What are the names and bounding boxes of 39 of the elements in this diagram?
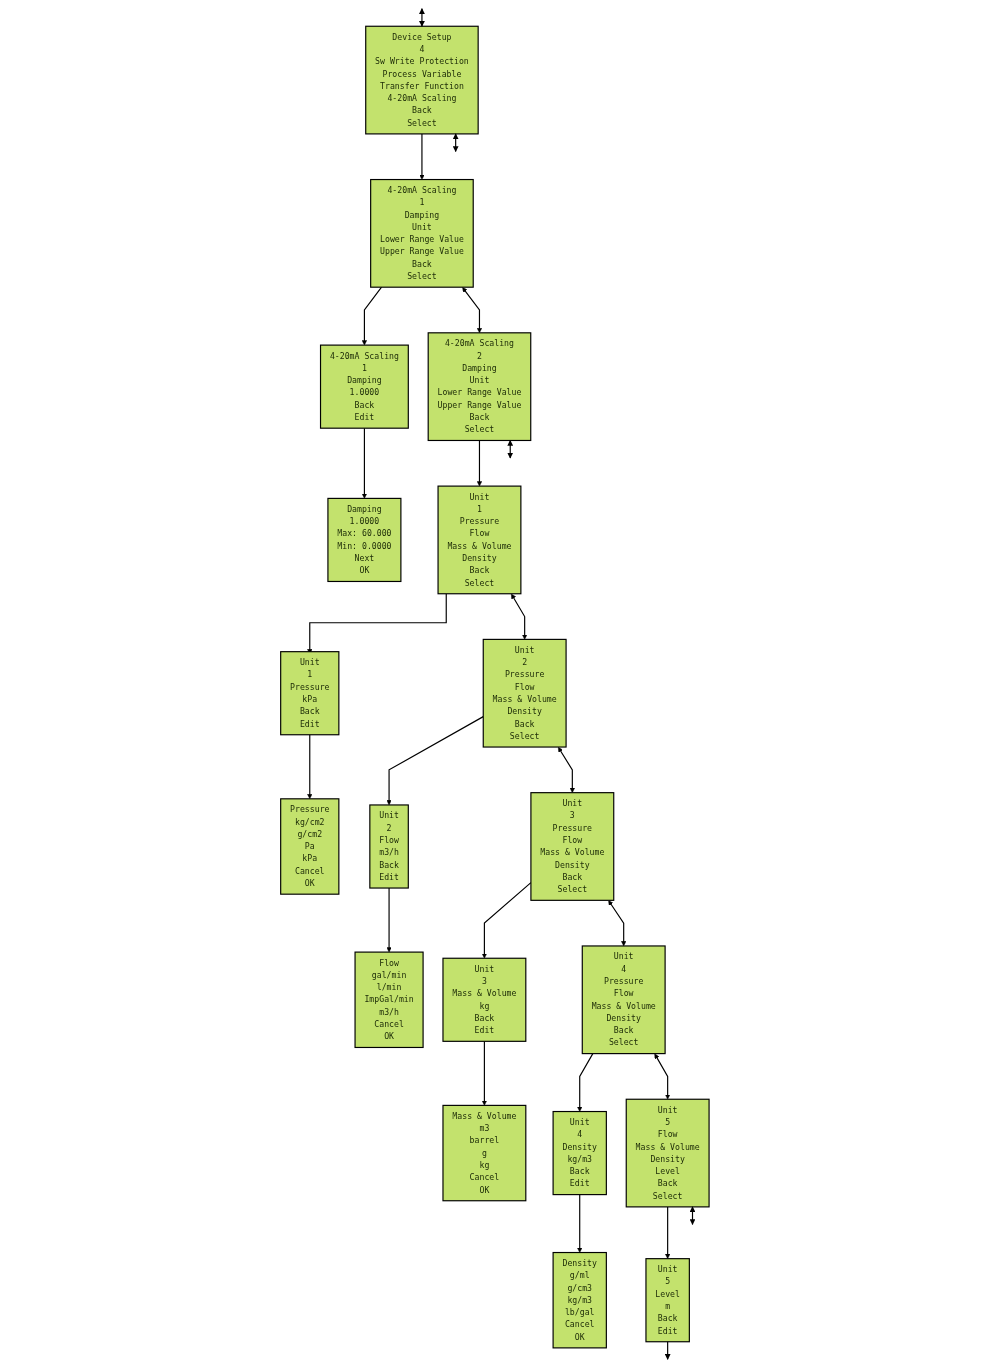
- arrow: [419, 133, 425, 180]
- node-box: Density g/ml g/cm3 kg/m3 lb/gal Cancel OK: [552, 1251, 607, 1349]
- arrow: [476, 439, 482, 487]
- node-box: 4-20mA Scaling 2 Damping Unit Lower Range Value Upper Range Value Back Select: [427, 332, 531, 442]
- node-box: 4-20mA Scaling 1 Damping 1.0000 Back Edit: [319, 344, 409, 429]
- arrow: [506, 439, 513, 459]
- arrow: [664, 1206, 670, 1259]
- node-box: Unit 4 Density kg/m3 Back Edit: [552, 1110, 607, 1196]
- node-box: Unit 1 Pressure Flow Mass & Volume Density Back Select: [437, 485, 522, 595]
- arrow: [361, 286, 382, 346]
- node-box: Unit 5 Flow Mass & Volume Density Level Back Select: [625, 1098, 710, 1208]
- node-box: Unit 2 Flow m3/h Back Edit: [368, 804, 409, 889]
- arrow: [689, 1206, 696, 1226]
- arrow: [386, 887, 392, 953]
- arrow: [664, 1341, 671, 1360]
- arrow: [481, 1040, 487, 1106]
- arrow: [510, 593, 527, 640]
- arrow: [654, 1053, 670, 1100]
- arrow: [576, 1194, 582, 1253]
- arrow: [452, 133, 459, 153]
- arrow: [361, 427, 367, 499]
- arrow: [557, 747, 575, 793]
- node-box: Device Setup 4 Sw Write Protection Process Variable Transfer Function 4-20mA Scaling Back Select: [364, 25, 479, 135]
- node-box: Unit 1 Pressure kPa Back Edit: [279, 651, 340, 736]
- node-box: 4-20mA Scaling 1 Damping Unit Lower Range Value Upper Range Value Back Select: [369, 178, 474, 288]
- arrow: [306, 734, 312, 800]
- arrow: [576, 1053, 594, 1112]
- node-box: Mass & Volume m3 barrel g kg Cancel OK: [442, 1104, 527, 1202]
- node-box: Flow gal/min l/min ImpGal/min m3/h Cancel OK: [354, 951, 424, 1049]
- node-box: Unit 4 Pressure Flow Mass & Volume Density Back Select: [581, 945, 666, 1055]
- arrow: [461, 287, 482, 334]
- node-box: Unit 5 Level m Back Edit: [645, 1258, 690, 1343]
- arrow: [418, 8, 425, 27]
- node-box: Pressure kg/cm2 g/cm2 Pa kPa Cancel OK: [279, 798, 340, 895]
- node-box: Damping 1.0000 Max: 60.000 Min: 0.0000 Next OK: [326, 497, 402, 583]
- node-box: Unit 3 Pressure Flow Mass & Volume Density Back Select: [529, 792, 614, 901]
- node-box: Unit 3 Mass & Volume kg Back Edit: [442, 957, 527, 1042]
- node-box: Unit 2 Pressure Flow Mass & Volume Density Back Select: [482, 638, 567, 748]
- arrow: [607, 900, 626, 947]
